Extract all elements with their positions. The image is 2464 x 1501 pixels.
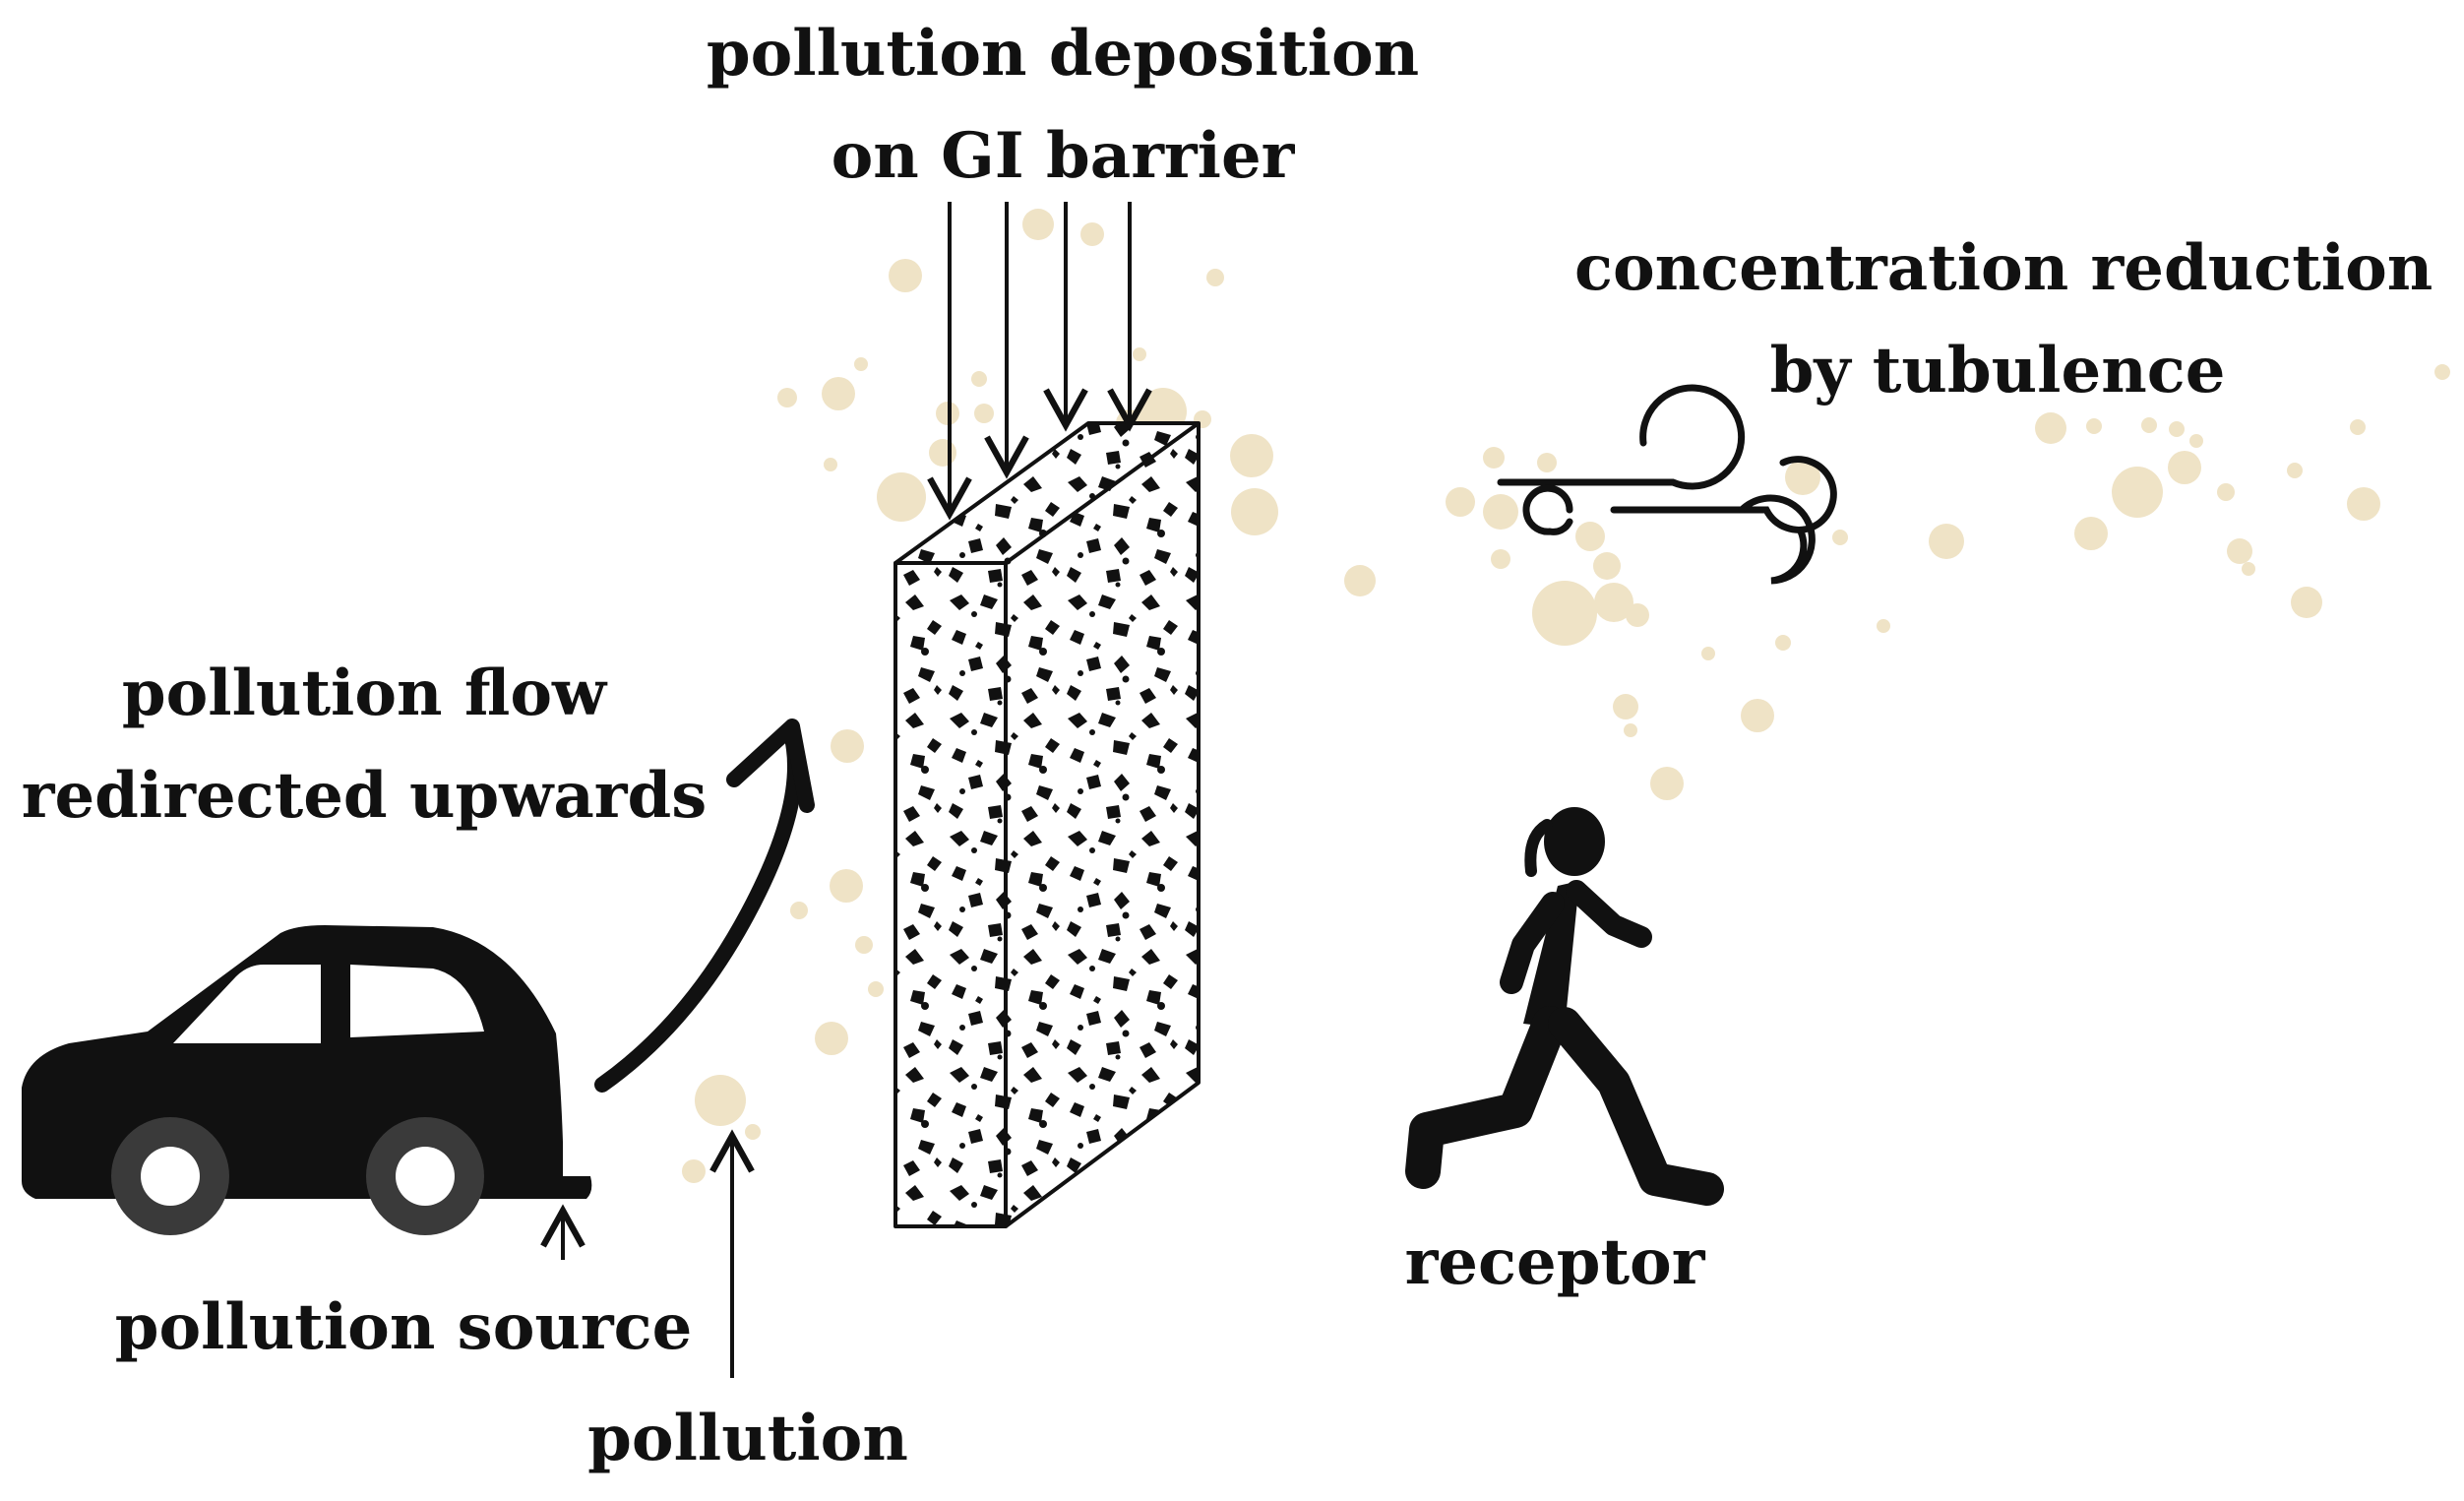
- deposition-label-line1: pollution deposition: [706, 17, 1420, 91]
- turbulence-label-line2: by tubulence: [1769, 334, 2226, 407]
- gi-barrier: [893, 421, 1201, 1228]
- flow-label-line1: pollution flow: [121, 657, 607, 730]
- turbulence-label-line1: concentration reduction: [1574, 231, 2433, 305]
- pollution-label: pollution: [587, 1402, 908, 1475]
- flow-redirect-arrow: [594, 719, 815, 1093]
- receptor-label: receptor: [1404, 1225, 1705, 1299]
- runner-icon: [1405, 807, 1724, 1206]
- car-icon: [22, 925, 592, 1235]
- deposition-label-line2: on GI barrier: [831, 119, 1295, 193]
- deposition-arrows: [927, 202, 1152, 521]
- wind-icon: [1497, 384, 1837, 585]
- source-label: pollution source: [114, 1290, 693, 1364]
- pollution-particles: [682, 209, 2450, 1183]
- flow-label-line2: redirected upwards: [21, 759, 708, 833]
